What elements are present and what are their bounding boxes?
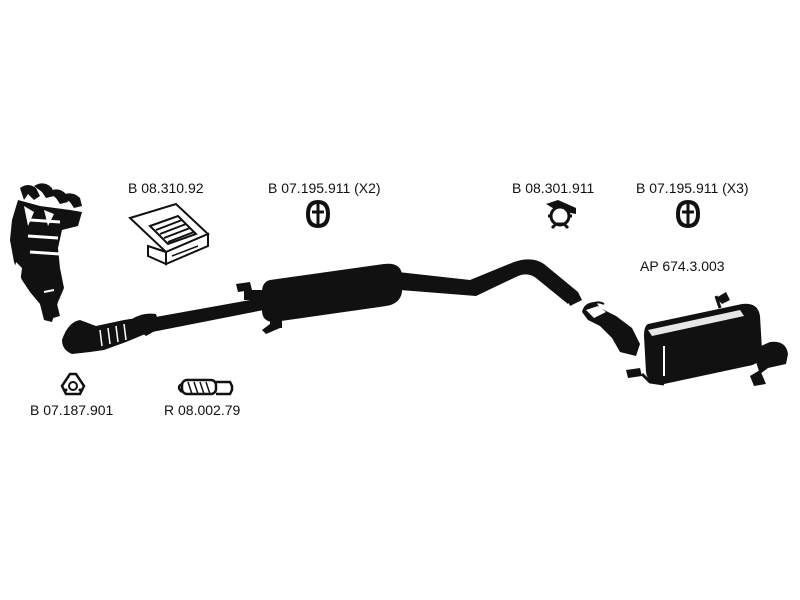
label-rear-silencer: AP 674.3.003 <box>640 258 725 274</box>
exhaust-manifold <box>10 183 82 322</box>
label-mounting-clamp: B 08.301.911 <box>512 180 595 196</box>
centre-silencer <box>150 259 582 334</box>
clamp-icon <box>305 199 331 229</box>
label-clamp-x3: B 07.195.911 (X3) <box>636 180 749 196</box>
label-flange-gasket: B 07.187.901 <box>30 402 114 418</box>
clamp-icon <box>675 199 701 229</box>
rear-silencer <box>582 292 788 386</box>
gasket-kit-icon <box>128 202 210 266</box>
front-pipe <box>62 313 160 354</box>
flange-gasket-icon <box>60 372 86 396</box>
label-repair-pipe: R 08.002.79 <box>164 402 241 418</box>
label-gasket-kit: B 08.310.92 <box>128 180 204 196</box>
mounting-clamp-icon <box>546 200 576 230</box>
repair-pipe-icon <box>177 378 234 396</box>
label-clamp-x2: B 07.195.911 (X2) <box>268 180 381 196</box>
